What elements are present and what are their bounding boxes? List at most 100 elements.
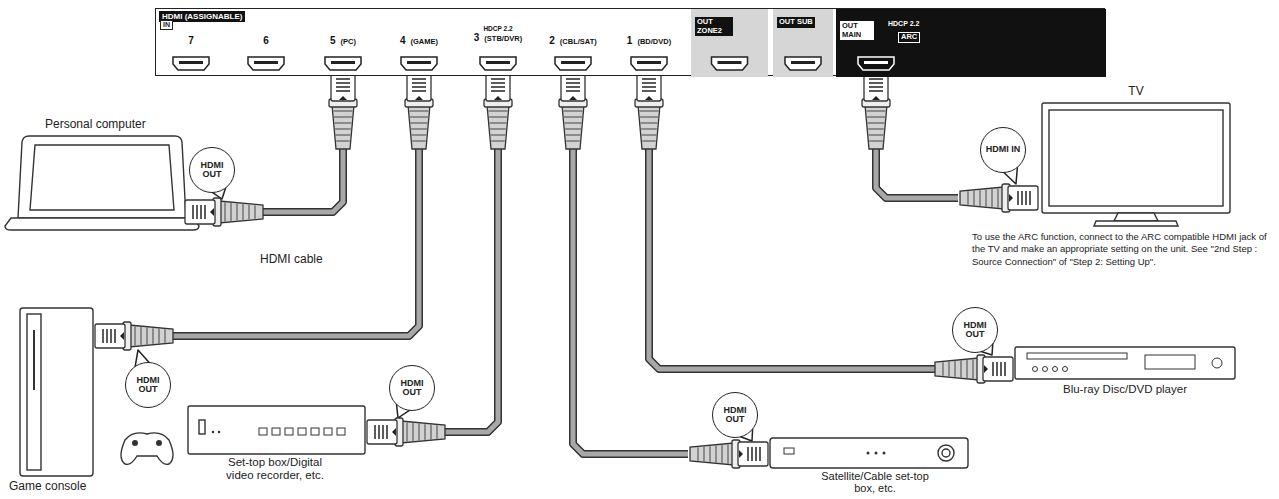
plug-rib (641, 129, 657, 130)
game-controller (121, 433, 173, 464)
node-text: (STB/DVR) (484, 35, 522, 44)
hdmi-plug (935, 355, 1013, 383)
plug-strain-relief (562, 105, 584, 149)
callout-bubble: HDMI OUT (389, 365, 435, 411)
plug-rib (640, 111, 659, 112)
hdmi-plug (95, 322, 173, 350)
jack-tongue (718, 61, 742, 64)
hdmi-panel: HDMI (ASSIGNABLE)765(PC)4(GAME)HDCP 2.23… (155, 8, 1105, 76)
laptop-lid (18, 136, 186, 218)
plug-rib (722, 445, 723, 463)
television: TVTo use the ARC function, connect to th… (958, 85, 1275, 290)
jack-outline (401, 57, 437, 70)
hdmi-jack-port (631, 57, 667, 70)
player-display (1145, 355, 1195, 369)
plug-rib (710, 446, 711, 462)
node-text: 2 (549, 35, 555, 47)
controller-stick (132, 440, 138, 446)
jack-outline (785, 57, 821, 70)
sat-knob (938, 445, 954, 461)
console-slot (33, 330, 35, 390)
callout-bubble: HDMI OUT (125, 362, 171, 408)
plug-head-rib (1021, 191, 1023, 205)
plug-rib (968, 191, 969, 205)
plug-rib (704, 447, 705, 462)
node-illustration (836, 9, 1106, 77)
node-text: (CBL/SAT) (560, 38, 597, 47)
plug-rib (243, 204, 244, 220)
port-group-tag: IN (160, 20, 173, 30)
plug-strain-relief (129, 325, 173, 347)
plug-rib (716, 446, 717, 463)
plug-head-rib (566, 90, 580, 92)
sat-knob-inner (942, 449, 950, 457)
main-output-jack: OUT MAINHDCP 2.2ARC (836, 9, 1106, 77)
plug-head-rib (491, 82, 505, 84)
stb-button (272, 428, 280, 435)
cable-label: HDMI cable (258, 252, 325, 266)
sat-led (883, 452, 886, 455)
node-text: Personal computer (45, 118, 146, 132)
hdmi-plug (484, 71, 512, 149)
plug-rib (407, 423, 408, 442)
jack-outline (631, 57, 667, 70)
input-jack: 1(BD/DVD) (613, 21, 685, 77)
plug-rib (868, 123, 885, 124)
node-text: Game console (9, 480, 86, 494)
plug-rib (159, 329, 160, 344)
plug-strain-relief (935, 358, 979, 380)
plug-rib (728, 445, 729, 464)
jack-tongue (791, 61, 815, 64)
plug-rib (698, 447, 699, 461)
plug-rib (336, 135, 351, 136)
stb-slot (199, 420, 205, 434)
stb-led (212, 431, 215, 434)
hdmi-jack-port (712, 57, 748, 70)
cable-core (649, 77, 935, 369)
plug-strain-relief (408, 105, 430, 149)
plug-head-rib (196, 205, 198, 219)
plug-strain-relief (332, 105, 354, 149)
hdmi-plug (559, 71, 587, 149)
plug-rib (412, 141, 426, 142)
plug-triangle (210, 208, 214, 216)
plug-head-rib (642, 78, 656, 80)
plug-rib (867, 117, 885, 118)
hdmi-jack-port (480, 57, 516, 70)
plug-rib (412, 135, 427, 136)
input-jack: 5(PC) (307, 21, 379, 77)
plug-rib (868, 129, 884, 130)
panel-plug (559, 71, 587, 149)
set-top-box: Set-top box/Digital video recorder, etc. (185, 398, 445, 498)
plug-head-rib (759, 447, 761, 461)
player-power (1212, 358, 1222, 368)
plug-rib (566, 141, 580, 142)
output-jack: OUT SUB (773, 9, 833, 77)
input-jack: 4(GAME) (383, 21, 455, 77)
plug-rib (955, 361, 956, 377)
jack-outline (712, 57, 748, 70)
controller-button (156, 440, 162, 446)
cable-core (573, 77, 688, 454)
plug-head-rib (378, 425, 380, 439)
plug-head-rib (751, 447, 753, 461)
plug-rib (249, 205, 250, 220)
node-text: 5 (330, 35, 336, 47)
cable-outline (649, 77, 935, 369)
jack-tongue (561, 61, 585, 64)
hdmi-plug (185, 198, 263, 226)
plug-head-rib (336, 86, 350, 88)
plug-head-rib (869, 82, 883, 84)
node-text: (GAME) (411, 38, 439, 47)
plug-rib (231, 203, 232, 221)
input-jack: HDCP 2.23(STB/DVR) (461, 21, 535, 77)
bluray-player: Blu-ray Disc/DVD player (935, 345, 1237, 403)
panel-plug (405, 71, 433, 149)
plug-rib (564, 111, 583, 112)
plug-rib (334, 117, 352, 118)
plug-rib (147, 328, 148, 345)
hdmi-cable (173, 77, 419, 336)
satellite-box: Satellite/Cable set-top box, etc. (688, 432, 970, 498)
node-text: 7 (188, 35, 194, 47)
plug-head (983, 357, 1013, 381)
